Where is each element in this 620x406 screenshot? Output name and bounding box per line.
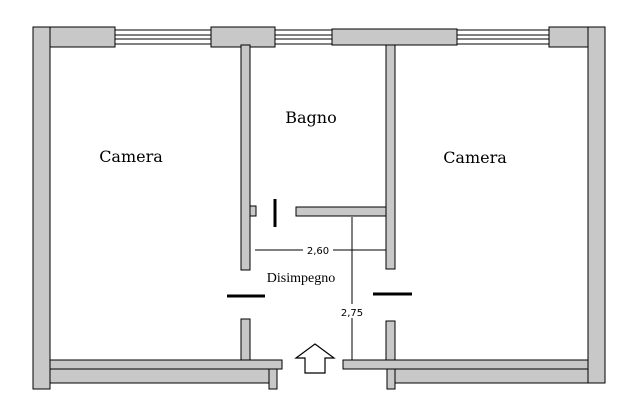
bathroom-lower-wall [295,206,387,217]
bottom-wall-right-low [394,368,589,384]
window-left [114,29,212,45]
up-arrow-icon [294,343,336,374]
wall-right-room-upper [385,44,396,270]
left-outer-wall [32,26,51,390]
dimension-width-bg [303,242,333,256]
right-outer-wall [587,26,606,384]
room-label-camera-right: Camera [443,148,507,167]
bottom-wall-left-low [49,368,270,384]
room-label-camera-left: Camera [99,147,163,166]
room-label-disimpegno: Disimpegno [267,271,335,286]
wall-left-room-upper [240,44,251,271]
bottom-wall-left [49,359,283,370]
wall-left-room-nub [249,205,257,217]
bottom-wall-stub-right [386,368,396,390]
dimension-width-label: 2,60 [307,246,329,257]
room-label-bagno: Bagno [285,108,336,127]
top-wall-mid-left [210,26,276,48]
bottom-wall-stub-left [268,368,278,390]
top-wall-center [331,28,458,46]
window-bathroom [274,29,333,45]
dimension-depth-label: 2,75 [341,308,363,319]
window-right [456,29,550,45]
dimension-depth-bg [337,304,367,318]
wall-right-room-lower [385,320,396,362]
wall-left-room-lower [240,318,251,362]
bottom-wall-right [342,359,589,370]
